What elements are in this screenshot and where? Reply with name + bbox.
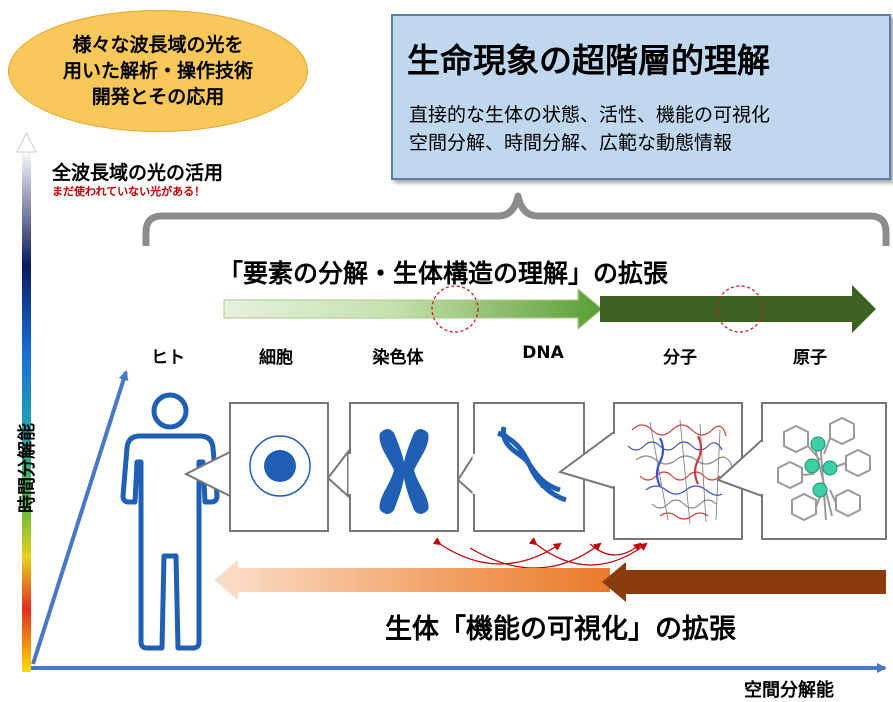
chromosome-icon	[379, 429, 429, 514]
spectrum-axis	[22, 150, 31, 672]
category-label-human: ヒト	[151, 348, 185, 368]
arrow-function-dark	[602, 562, 886, 602]
category-label-cell: 細胞	[259, 348, 293, 368]
category-label-molecule: 分子	[663, 348, 697, 368]
interaction-arrows	[432, 537, 648, 569]
arrow-structure-light	[223, 287, 603, 331]
time-axis	[31, 370, 129, 665]
x-axis-label: 空間分解能	[744, 680, 834, 701]
expansion-top-label: 「要素の分解・生体構造の理解」の拡張	[218, 259, 669, 288]
molecule-icon	[627, 419, 733, 525]
main-title: 生命現象の超階層的理解	[407, 41, 770, 80]
category-label-chromosome: 染色体	[372, 348, 424, 368]
category-label-dna: DNA	[522, 343, 564, 363]
expansion-bottom-label: 生体「機能の可視化」の拡張	[385, 614, 736, 645]
arrow-function-light	[214, 560, 610, 600]
spectrum-axis-arrowhead	[16, 131, 37, 153]
left-note: まだ使われていない光がある！	[52, 185, 206, 198]
arrow-structure-dark	[600, 285, 876, 333]
panel-molecule	[613, 402, 743, 540]
human-icon	[120, 392, 220, 651]
ellipse-line: 開発とその応用	[91, 86, 225, 108]
atom-cluster-icon	[777, 416, 871, 522]
callout-pointer	[183, 450, 231, 498]
y-axis-label: 時間分解能	[17, 423, 38, 513]
title-box: 生命現象の超階層的理解 直接的な生体の状態、活性、機能の可視化 空間分解、時間分…	[391, 14, 891, 180]
dna-icon	[497, 426, 567, 503]
bracket	[142, 192, 890, 246]
cell-icon	[249, 435, 311, 497]
title-subline: 空間分解、時間分解、広範な動態情報	[409, 132, 733, 154]
ellipse-note: 様々な波長域の光を 用いた解析・操作技術 開発とその応用	[8, 10, 308, 132]
left-title: 全波長域の光の活用	[52, 162, 224, 184]
title-subline: 直接的な生体の状態、活性、機能の可視化	[409, 104, 771, 126]
ellipse-line: 様々な波長域の光を	[72, 34, 244, 56]
highlight-circle	[716, 285, 764, 333]
category-label-atom: 原子	[793, 348, 827, 368]
highlight-circle	[431, 285, 479, 333]
ellipse-line: 用いた解析・操作技術	[62, 60, 253, 82]
